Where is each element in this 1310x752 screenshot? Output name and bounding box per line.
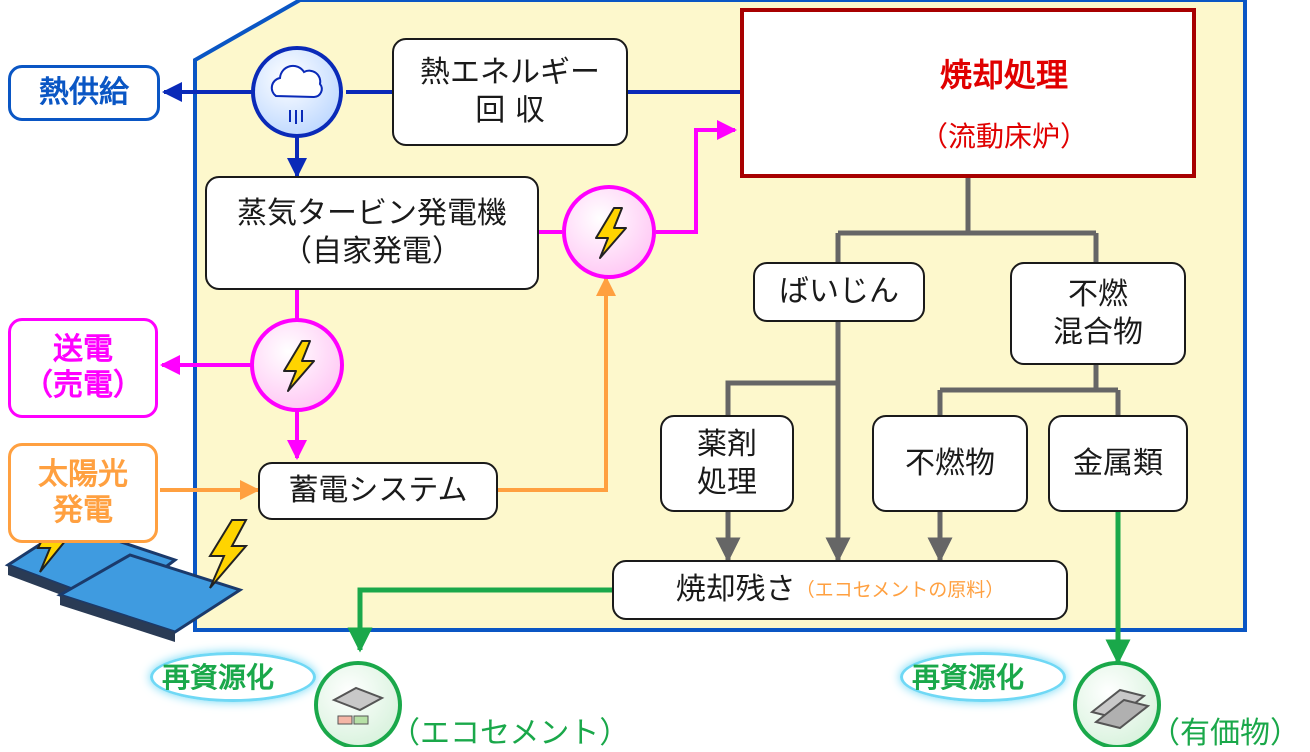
nonburnables-box: 不燃物: [872, 415, 1028, 512]
valuables-label: （有価物）: [1150, 716, 1300, 751]
eco-cement-icon: [314, 661, 402, 747]
chemical-treatment-box: 薬剤 処理: [660, 415, 794, 512]
power-send-line2: （売電）: [23, 368, 143, 403]
eco-cement-label: （エコセメント）: [390, 716, 630, 751]
power-send-box: 送電 （売電）: [8, 318, 158, 418]
solar-power-box: 太陽光 発電: [8, 443, 158, 543]
recycle-flow-lines: [347, 512, 1131, 665]
recycle-arrow-to-ecocement: [347, 587, 612, 653]
mixture-line1: 不燃: [1068, 276, 1128, 312]
nonburnable-mixture-box: 不燃 混合物: [1010, 262, 1186, 365]
battery-arrow-to-icon: [498, 276, 616, 492]
heat-supply-box: 熱供給: [8, 65, 160, 121]
metal-bars-icon: [1073, 661, 1161, 747]
electric-flow-lines: [160, 120, 737, 460]
metals-label: 金属類: [1073, 445, 1163, 481]
heat-supply-label: 熱供給: [39, 75, 129, 110]
lightning-icon-upper: [562, 185, 656, 279]
fly-ash-box: ばいじん: [753, 262, 925, 322]
recycle-right-halo: [900, 652, 1066, 702]
ash-note-label: （エコセメントの原料）: [795, 579, 1005, 601]
residue-flow-lines: [715, 178, 1121, 563]
incineration-title: 焼却処理: [940, 56, 1069, 94]
recycle-left-halo: [150, 652, 316, 702]
incineration-box: 焼却処理 （流動床炉）: [740, 8, 1196, 178]
incineration-ash-box: 焼却残さ （エコセメントの原料）: [612, 560, 1068, 620]
incineration-subtitle: （流動床炉）: [920, 120, 1089, 153]
fly-ash-label: ばいじん: [779, 274, 899, 309]
lightning-icon-lower: [250, 318, 344, 412]
steam-turbine-box: 蒸気タービン発電機 （自家発電）: [205, 176, 539, 290]
chemical-line2: 処理: [697, 464, 757, 500]
heat-flow-lines: [162, 82, 740, 178]
electric-arrow-to-incinerator: [656, 120, 737, 234]
mixture-line2: 混合物: [1053, 314, 1143, 350]
heat-recovery-line2: 回 収: [475, 93, 545, 128]
metals-box: 金属類: [1048, 415, 1188, 512]
steam-cloud-icon: [251, 46, 343, 138]
solar-line2: 発電: [53, 493, 113, 528]
battery-system-box: 蓄電システム: [258, 462, 498, 520]
power-send-line1: 送電: [53, 332, 113, 367]
solar-flow-lines: [160, 276, 616, 500]
residue-line-to-chemical: [725, 380, 838, 415]
heat-recovery-line1: 熱エネルギー: [420, 55, 600, 90]
recycle-left-label: 再資源化: [162, 661, 275, 694]
heat-recovery-box: 熱エネルギー 回 収: [392, 38, 628, 146]
battery-label: 蓄電システム: [288, 473, 468, 508]
steam-turbine-line1: 蒸気タービン発電機: [237, 196, 507, 231]
chemical-line1: 薬剤: [697, 426, 757, 462]
recycle-right-label: 再資源化: [912, 661, 1025, 694]
steam-turbine-line2: （自家発電）: [282, 234, 462, 269]
ash-main-label: 焼却残さ: [675, 572, 796, 607]
solar-line1: 太陽光: [38, 457, 128, 492]
nonburnables-label: 不燃物: [905, 445, 995, 481]
